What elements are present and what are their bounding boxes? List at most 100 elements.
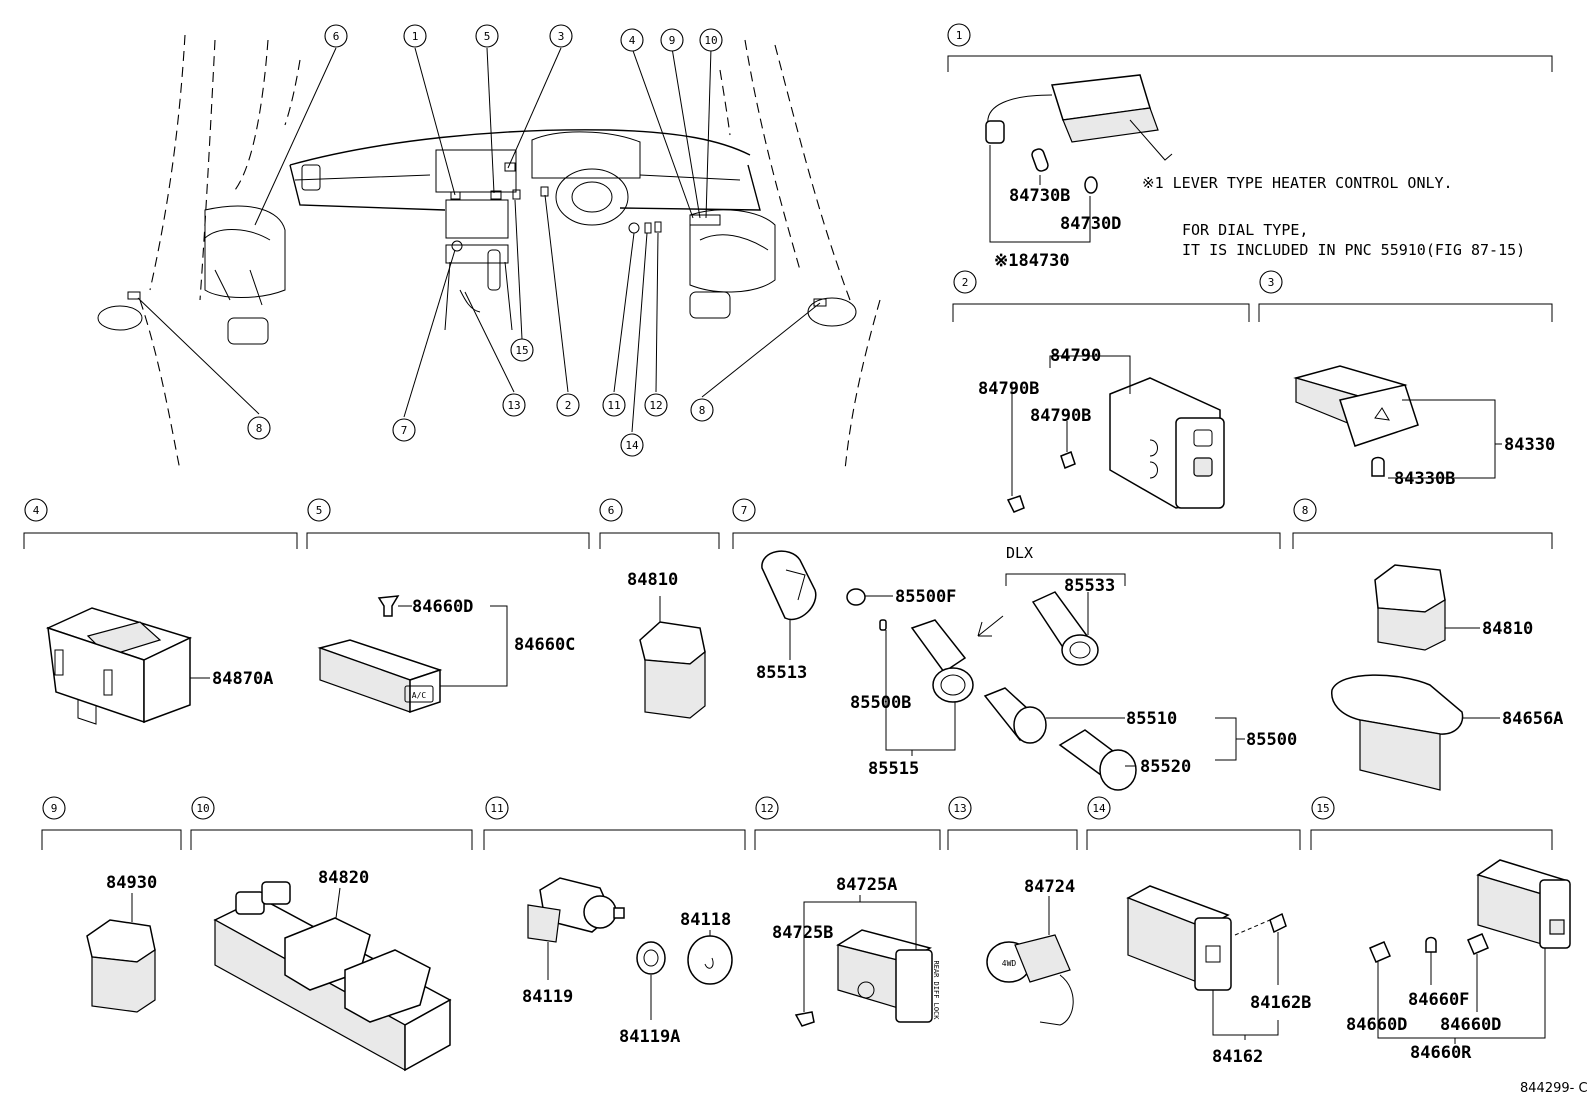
pn-84118: 84118: [680, 910, 731, 930]
svg-text:13: 13: [507, 399, 520, 412]
svg-text:4: 4: [33, 504, 40, 517]
fourwd-switch-label: 4WD: [1002, 959, 1017, 968]
svg-text:8: 8: [256, 422, 263, 435]
pn-84724: 84724: [1024, 877, 1075, 897]
pn-85513: 85513: [756, 663, 807, 683]
pn-84790B-2: 84790B: [1030, 406, 1091, 426]
overview-callout-4: 4: [620, 28, 644, 52]
svg-text:4: 4: [629, 34, 636, 47]
section-9-number: 9: [42, 796, 66, 820]
overview-callout-15: 15: [510, 338, 534, 362]
pn-84660R: 84660R: [1410, 1043, 1472, 1063]
pn-84660D-1: 84660D: [1346, 1015, 1407, 1035]
pn-84810-section6: 84810: [627, 570, 678, 590]
pn-84870A: 84870A: [212, 669, 273, 689]
pn-84119A: 84119A: [619, 1027, 680, 1047]
svg-text:5: 5: [316, 504, 323, 517]
svg-text:10: 10: [196, 802, 209, 815]
pn-85533: 85533: [1064, 576, 1115, 596]
section-4-number: 4: [24, 498, 48, 522]
overview-callout-8: 8: [247, 416, 271, 440]
section-5-number: 5: [307, 498, 331, 522]
svg-text:1: 1: [412, 30, 419, 43]
pn-85515: 85515: [868, 759, 919, 779]
pn-84725A: 84725A: [836, 875, 897, 895]
svg-text:7: 7: [401, 424, 408, 437]
section-3-switch: 84330 84330B: [1293, 365, 1555, 489]
pn-84660D-2: 84660D: [1440, 1015, 1501, 1035]
svg-text:8: 8: [1302, 504, 1309, 517]
svg-text:8: 8: [699, 404, 706, 417]
pn-84810-section8: 84810: [1482, 619, 1533, 639]
overview-callout-7: 7: [392, 418, 416, 442]
pn-85500B: 85500B: [850, 693, 911, 713]
svg-text:9: 9: [669, 34, 676, 47]
section-12-switch: REAR DIFF LOCK 84725A 84725B: [772, 875, 940, 1027]
section-1-number: 1: [947, 23, 971, 47]
overview-callout-3: 3: [549, 24, 573, 48]
overview-callout-14: 14: [620, 433, 644, 457]
section-10-number: 10: [191, 796, 215, 820]
svg-text:12: 12: [649, 399, 662, 412]
overview-callout-8: 8: [690, 398, 714, 422]
section-1-heater-control: 84730B 84730D ※184730 ※1 LEVER TYPE HEAT…: [985, 74, 1525, 271]
pn-84660F: 84660F: [1408, 990, 1469, 1010]
overview-leaders: [137, 47, 821, 433]
pn-84162B: 84162B: [1250, 993, 1311, 1013]
overview-callout-12: 12: [644, 393, 668, 417]
pn-84790B-1: 84790B: [978, 379, 1039, 399]
pn-184730: ※184730: [994, 251, 1070, 271]
overview-callout-9: 9: [660, 28, 684, 52]
svg-text:11: 11: [490, 802, 503, 815]
pn-85520: 85520: [1140, 757, 1191, 777]
section-13-number: 13: [948, 796, 972, 820]
svg-text:15: 15: [1316, 802, 1329, 815]
pn-84820: 84820: [318, 868, 369, 888]
svg-text:3: 3: [558, 30, 565, 43]
section-2-switch: 84790 84790B 84790B: [978, 346, 1225, 513]
overview-callout-13: 13: [502, 393, 526, 417]
svg-text:6: 6: [608, 504, 615, 517]
note-lever-type: ※1 LEVER TYPE HEATER CONTROL ONLY.: [1142, 174, 1453, 192]
svg-text:2: 2: [565, 399, 572, 412]
dashboard-overview: [97, 34, 881, 471]
svg-text:3: 3: [1268, 276, 1275, 289]
section-15-number: 15: [1311, 796, 1335, 820]
dlx-label: DLX: [1006, 544, 1033, 562]
pn-84330B: 84330B: [1394, 469, 1455, 489]
section-7-cigarette-lighter: DLX 85513 85500F 85533 85500B 85515: [756, 544, 1297, 791]
pn-84330: 84330: [1504, 435, 1555, 455]
ac-switch-label: A/C: [412, 691, 427, 700]
section-11-number: 11: [485, 796, 509, 820]
svg-text:7: 7: [741, 504, 748, 517]
overview-callout-11: 11: [602, 393, 626, 417]
pn-84730D: 84730D: [1060, 214, 1121, 234]
note-dial-type: FOR DIAL TYPE,: [1182, 221, 1308, 239]
section-10-master-switch: 84820: [213, 868, 452, 1072]
figure-code: 844299- C: [1520, 1081, 1588, 1096]
pn-84656A: 84656A: [1502, 709, 1563, 729]
section-8-switches: 84810 84656A: [1331, 564, 1563, 791]
svg-text:15: 15: [515, 344, 528, 357]
overview-callout-2: 2: [556, 393, 580, 417]
section-8-number: 8: [1293, 498, 1317, 522]
pn-84660C: 84660C: [514, 635, 575, 655]
section-7-number: 7: [732, 498, 756, 522]
pn-84930: 84930: [106, 873, 157, 893]
pn-84119: 84119: [522, 987, 573, 1007]
overview-callout-6: 6: [324, 24, 348, 48]
section-2-number: 2: [953, 270, 977, 294]
svg-text:5: 5: [484, 30, 491, 43]
svg-text:10: 10: [704, 34, 717, 47]
section-13-switch: 4WD 84724: [986, 877, 1075, 1026]
svg-text:13: 13: [953, 802, 966, 815]
pn-85500: 85500: [1246, 730, 1297, 750]
svg-text:14: 14: [625, 439, 639, 452]
svg-text:11: 11: [607, 399, 620, 412]
section-9-switch: 84930: [86, 873, 157, 1013]
svg-text:6: 6: [333, 30, 340, 43]
svg-text:2: 2: [962, 276, 969, 289]
section-3-number: 3: [1259, 270, 1283, 294]
